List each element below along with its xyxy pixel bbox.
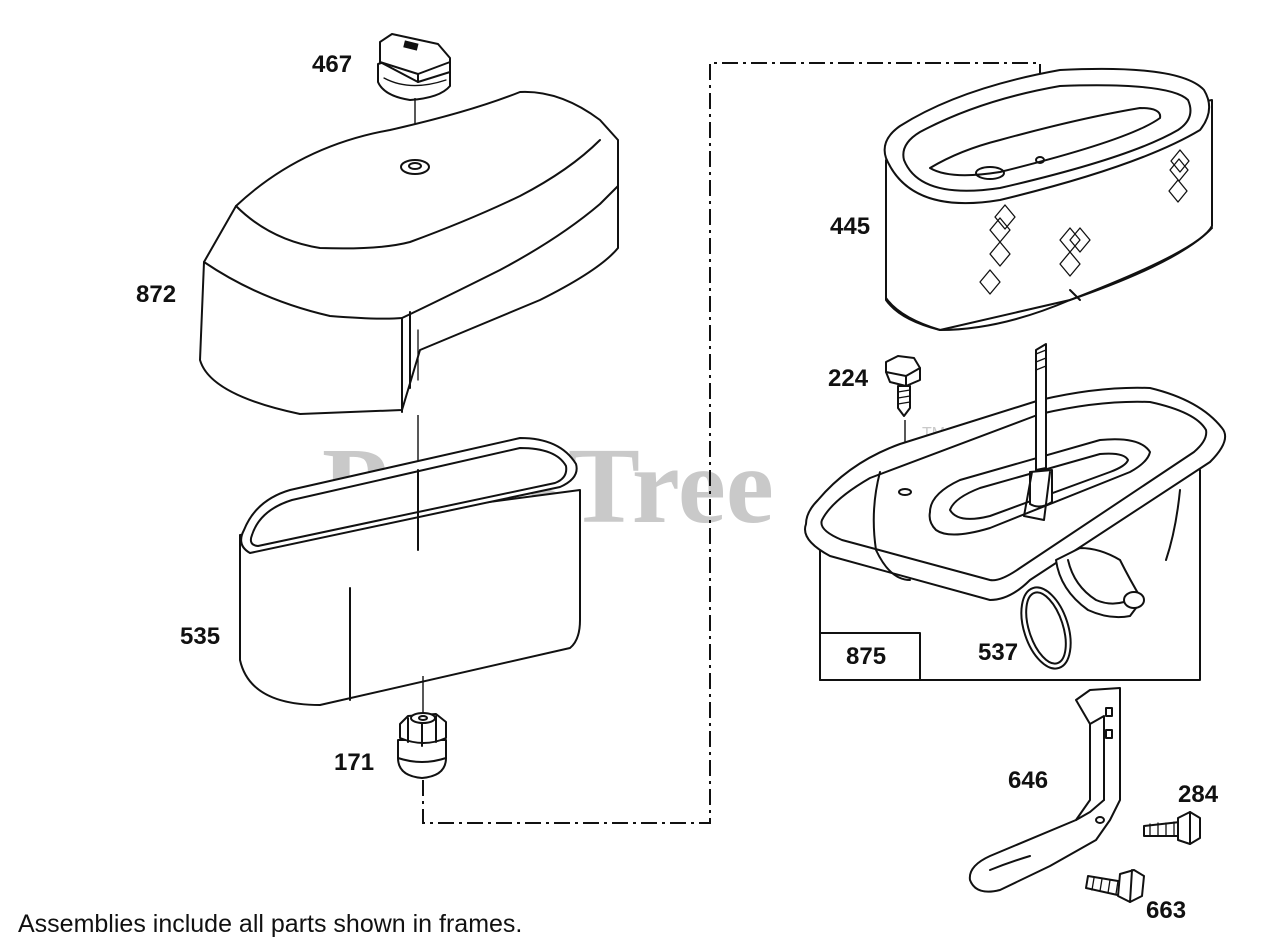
part-label-875[interactable]: 875 bbox=[846, 643, 886, 670]
part-537-gasket[interactable] bbox=[1012, 581, 1080, 674]
part-label-467[interactable]: 467 bbox=[312, 51, 352, 78]
assembly-frame-875 bbox=[819, 469, 1201, 681]
assembly-connector-line bbox=[422, 62, 1041, 824]
frame-label-box-875 bbox=[819, 632, 921, 681]
part-284-screw[interactable] bbox=[1143, 811, 1201, 845]
part-646-bracket[interactable] bbox=[968, 687, 1121, 893]
part-label-872[interactable]: 872 bbox=[136, 281, 176, 308]
part-label-646[interactable]: 646 bbox=[1008, 767, 1048, 794]
part-label-663[interactable]: 663 bbox=[1146, 897, 1186, 924]
part-171-grommet[interactable] bbox=[397, 712, 447, 779]
part-467-knob[interactable] bbox=[377, 33, 451, 101]
part-535-precleaner[interactable] bbox=[239, 437, 581, 706]
part-label-537[interactable]: 537 bbox=[978, 639, 1018, 666]
part-label-171[interactable]: 171 bbox=[334, 749, 374, 776]
part-663-screw[interactable] bbox=[1085, 869, 1145, 903]
part-872-cover[interactable] bbox=[199, 90, 619, 415]
part-875-base[interactable] bbox=[804, 343, 1226, 619]
part-label-445[interactable]: 445 bbox=[830, 213, 870, 240]
assemblies-footnote: Assemblies include all parts shown in fr… bbox=[18, 910, 522, 938]
part-label-224[interactable]: 224 bbox=[828, 365, 869, 392]
part-label-284[interactable]: 284 bbox=[1178, 781, 1219, 808]
part-label-535[interactable]: 535 bbox=[180, 623, 220, 650]
part-445-filter[interactable] bbox=[883, 67, 1213, 331]
part-224-screw[interactable] bbox=[885, 355, 921, 417]
